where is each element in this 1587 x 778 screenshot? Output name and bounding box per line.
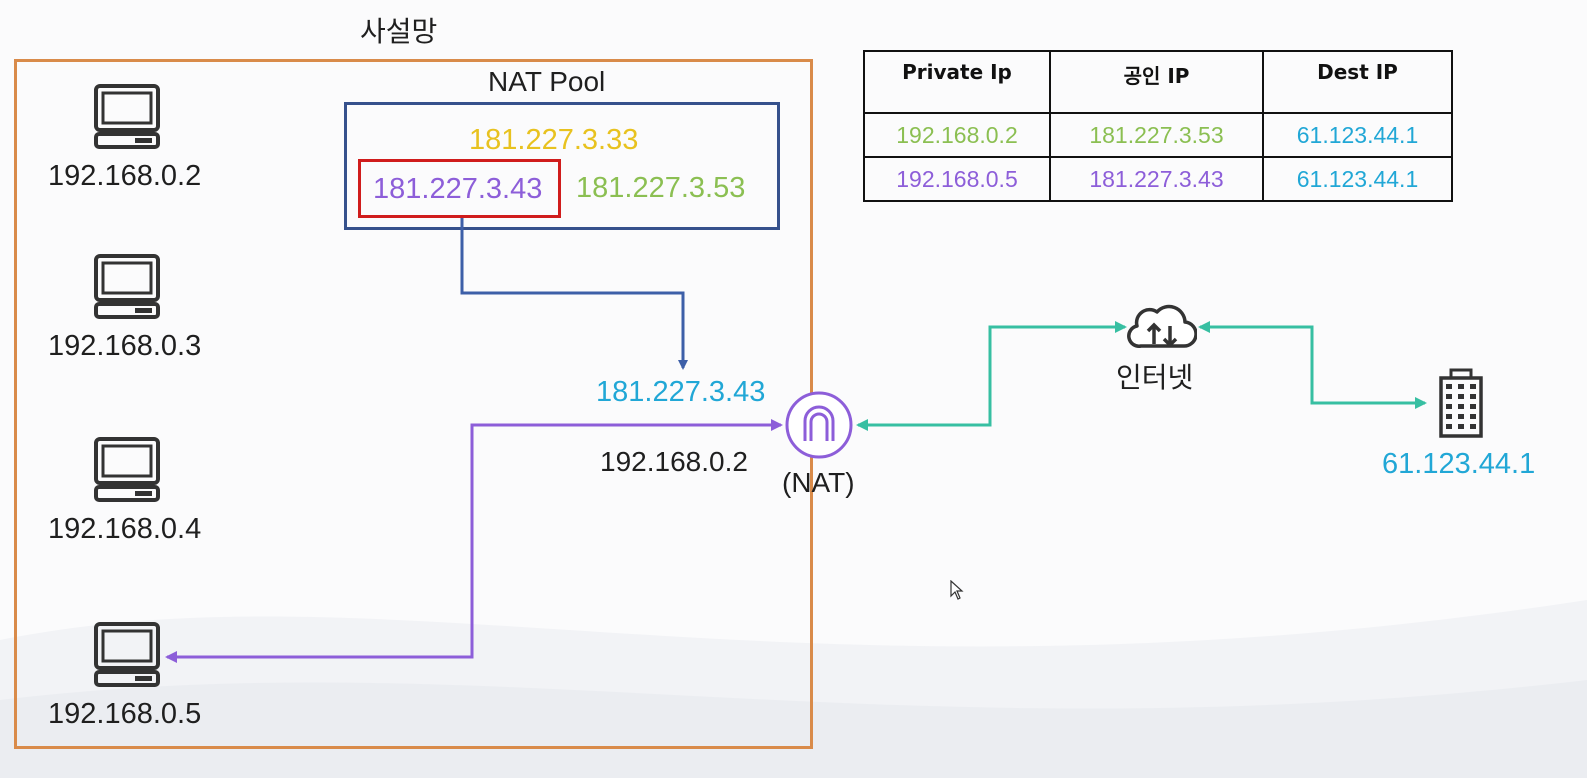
table-cell: 192.168.0.5 (863, 156, 1051, 202)
host-label: 192.168.0.2 (48, 160, 202, 192)
nat-pool-label: NAT Pool (488, 66, 606, 97)
pool-to-nat-arrow (460, 218, 688, 370)
computer-icon (94, 84, 160, 149)
table-header: Private Ip (863, 50, 1051, 114)
table-cell: 181.227.3.43 (1049, 156, 1264, 202)
table-header: 공인 IP (1049, 50, 1264, 114)
nat-label: (NAT) (782, 467, 855, 498)
selected-ip-highlight (358, 159, 561, 218)
host-nat-arrow (165, 419, 783, 663)
nat-pool-ip-1: 181.227.3.33 (469, 124, 639, 156)
mouse-cursor-icon (950, 580, 964, 600)
table-row: 192.168.0.2 181.227.3.53 61.123.44.1 (863, 112, 1453, 158)
destination-ip: 61.123.44.1 (1382, 448, 1536, 480)
nat-public-ip: 181.227.3.43 (596, 376, 766, 408)
internet-dest-arrow (1198, 321, 1427, 409)
cloud-icon (1127, 304, 1197, 348)
nat-router-icon (785, 391, 853, 459)
host-label: 192.168.0.3 (48, 330, 202, 362)
table-cell: 61.123.44.1 (1262, 156, 1453, 202)
host-label: 192.168.0.5 (48, 698, 202, 730)
computer-icon (94, 622, 160, 687)
table-row: 192.168.0.5 181.227.3.43 61.123.44.1 (863, 156, 1453, 202)
internet-label: 인터넷 (1116, 361, 1194, 394)
table-cell: 61.123.44.1 (1262, 112, 1453, 158)
nat-internet-arrow (856, 321, 1127, 431)
table-header: Dest IP (1262, 50, 1453, 114)
nat-pool-ip-2: 181.227.3.43 (373, 173, 543, 205)
table-cell: 181.227.3.53 (1049, 112, 1264, 158)
table-header-row: Private Ip 공인 IP Dest IP (863, 50, 1453, 114)
computer-icon (94, 437, 160, 502)
nat-mapping-table: Private Ip 공인 IP Dest IP 192.168.0.2 181… (863, 50, 1453, 202)
computer-icon (94, 254, 160, 319)
table-cell: 192.168.0.2 (863, 112, 1051, 158)
nat-pool-ip-3: 181.227.3.53 (576, 172, 746, 204)
private-network-label: 사설망 (360, 15, 438, 48)
building-icon (1439, 368, 1483, 438)
nat-private-ip: 192.168.0.2 (600, 446, 748, 477)
nat-pool-box (344, 102, 780, 230)
